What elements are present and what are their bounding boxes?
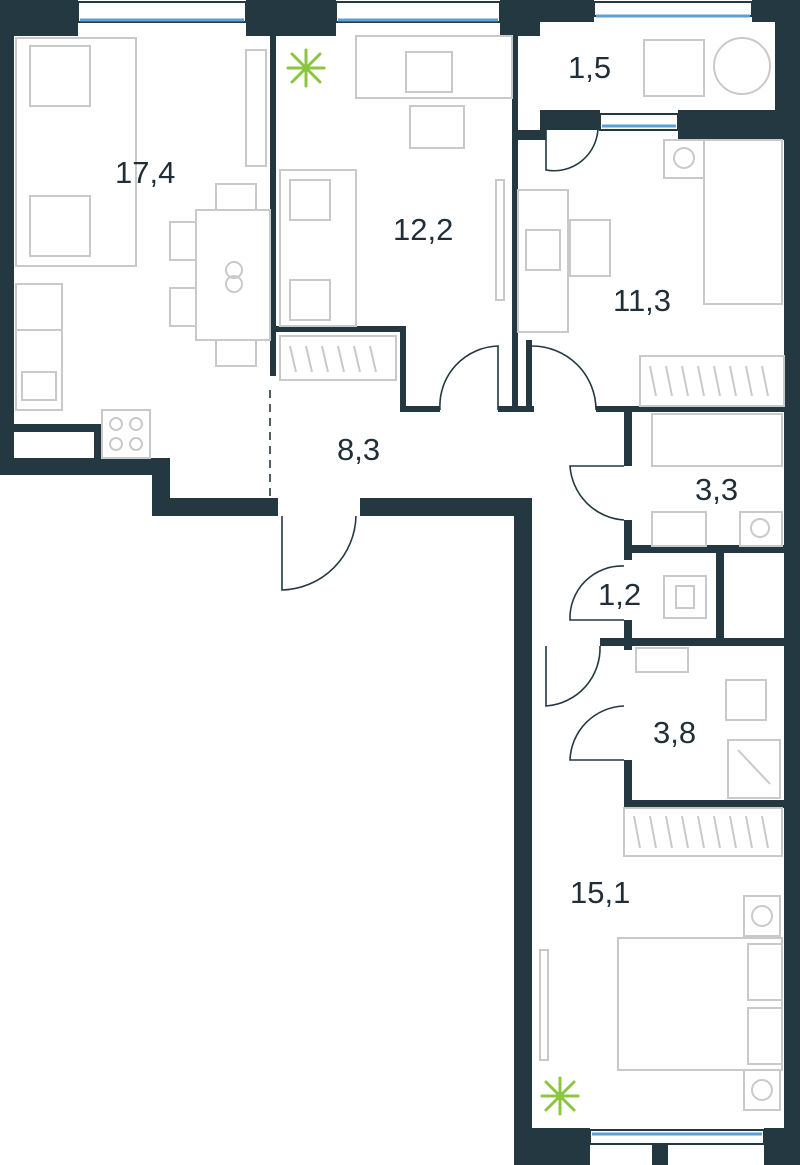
room-area-hallway: 8,3 — [337, 432, 380, 467]
furniture — [15, 35, 785, 1111]
room-area-balcony: 1,5 — [568, 50, 611, 85]
plant-icon — [540, 1076, 580, 1116]
room-area-shower-room: 3,8 — [653, 715, 696, 750]
room-area-bedroom-right: 11,3 — [613, 283, 671, 318]
doors — [269, 127, 625, 761]
room-area-kitchen-living: 17,4 — [115, 155, 175, 190]
plant-icon — [286, 48, 326, 88]
room-area-bathroom: 3,3 — [695, 472, 738, 507]
room-area-room-top-middle: 12,2 — [393, 212, 453, 247]
windows — [77, 1, 765, 1145]
room-area-toilet: 1,2 — [598, 577, 641, 612]
room-area-master-bedroom: 15,1 — [570, 875, 630, 910]
